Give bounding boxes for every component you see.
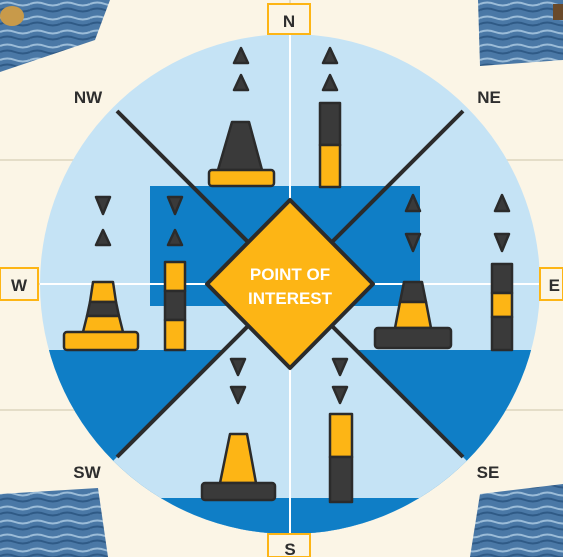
sea-photo-top-left <box>0 0 110 72</box>
label-e: E <box>549 276 560 295</box>
label-nw: NW <box>74 88 103 107</box>
label-ne: NE <box>477 88 501 107</box>
label-n: N <box>283 12 295 31</box>
center-label-line2: INTEREST <box>248 289 333 308</box>
center-label-line1: POINT OF <box>250 265 330 284</box>
label-w: W <box>11 276 28 295</box>
sea-photo-top-right <box>478 0 563 66</box>
label-sw: SW <box>73 463 101 482</box>
label-s: S <box>284 540 295 557</box>
label-se: SE <box>477 463 500 482</box>
sea-photo-bottom-left <box>0 488 108 557</box>
sea-photo-bottom-right <box>470 484 563 557</box>
